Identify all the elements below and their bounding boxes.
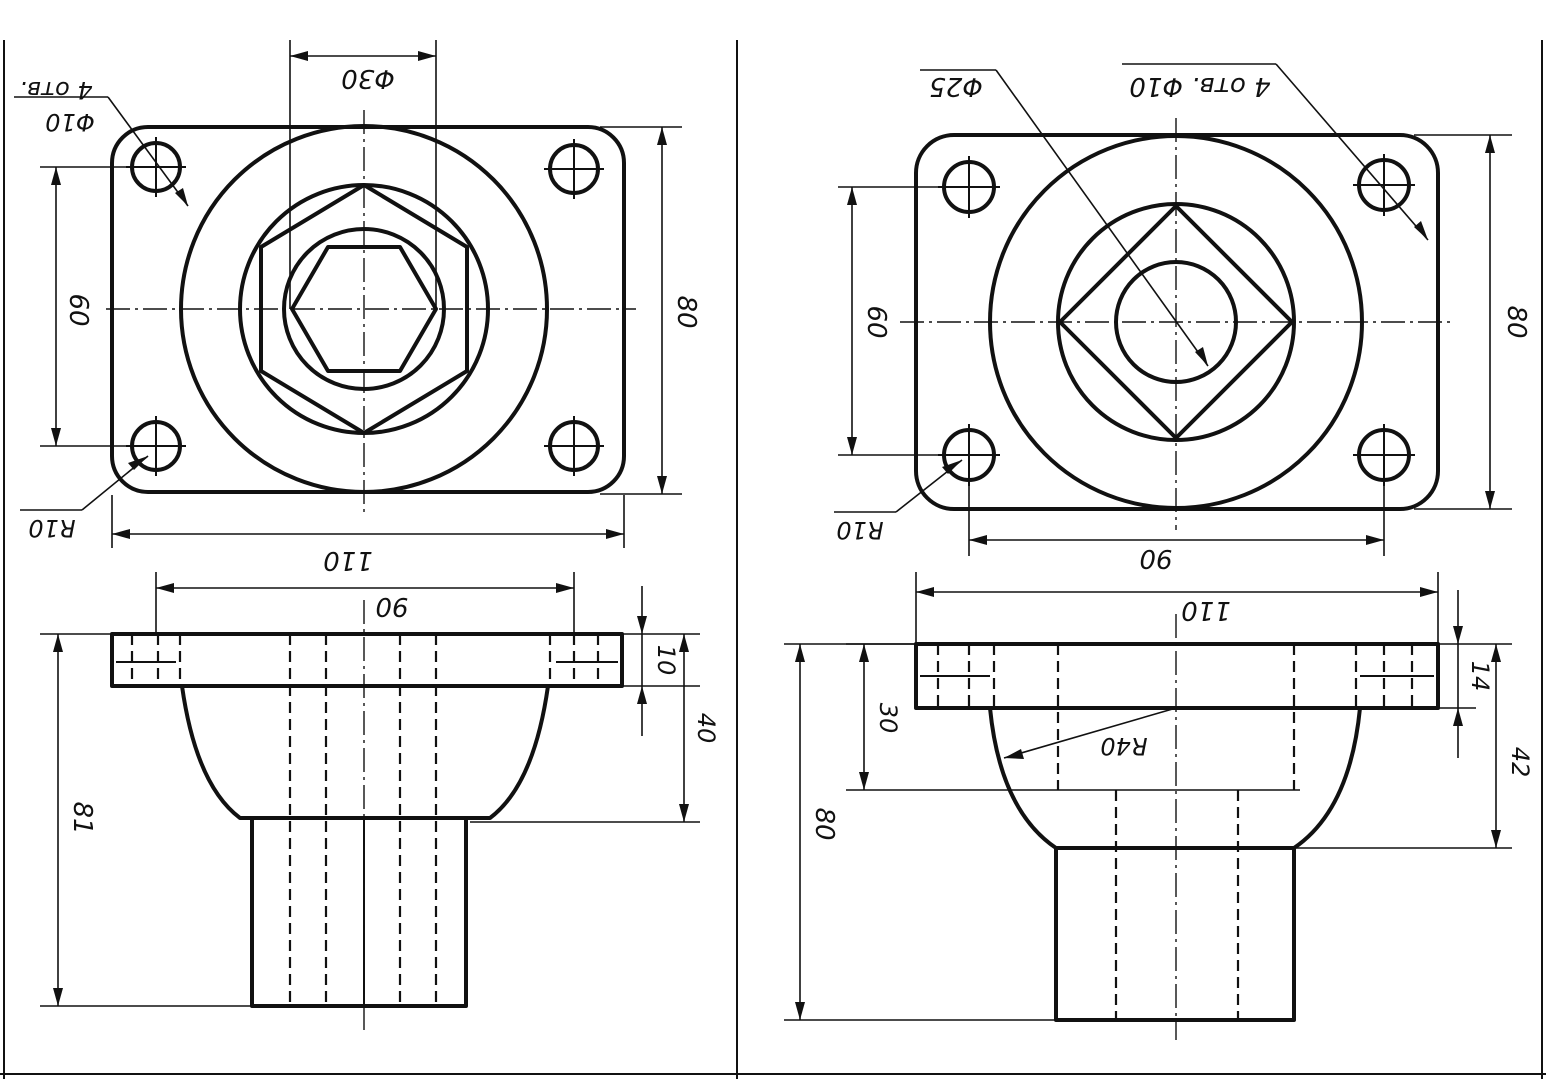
left-top-dim-holes-count: 4 отв. — [19, 76, 92, 104]
right-top-dim-holes-label: 4 отв. Φ10 — [1129, 71, 1270, 101]
left-top-dim-height: 80 — [671, 295, 701, 328]
right-top-dim-radius: R10 — [836, 516, 883, 544]
right-front-dim-sphere: R40 — [1100, 732, 1147, 760]
right-front-dim-width: 110 — [1181, 595, 1231, 625]
right-top-dim-spacing: 90 — [1139, 543, 1172, 573]
sheet-frame — [0, 40, 1546, 1079]
left-part-front-view: 90 10 40 81 — [40, 572, 720, 1030]
right-part-top-view: Φ25 4 отв. Φ10 80 60 R10 90 — [834, 63, 1531, 573]
left-top-dim-bore: Φ30 — [341, 63, 395, 93]
left-top-dim-radius: R10 — [28, 514, 75, 542]
right-front-dim-flange: 14 — [1466, 661, 1494, 692]
right-front-dim-total: 80 — [809, 807, 839, 840]
left-front-dim-spacing: 90 — [375, 591, 408, 621]
right-top-dim-holes: 60 — [861, 305, 891, 338]
left-top-dim-width: 110 — [323, 545, 373, 575]
left-part-top-view: 110 80 60 Φ30 Φ10 4 отв. R10 — [14, 40, 701, 575]
right-top-dim-bore: Φ25 — [929, 71, 983, 101]
right-front-dim-counterbore: 30 — [874, 703, 902, 734]
left-top-dim-holes: 60 — [63, 293, 93, 326]
left-top-dim-holes-dia: Φ10 — [45, 108, 94, 136]
left-front-dim-flange: 10 — [652, 645, 680, 676]
right-part-front-view: R40 110 14 42 30 80 — [784, 572, 1534, 1040]
right-front-dim-upper: 42 — [1506, 747, 1534, 778]
left-front-dim-total: 81 — [67, 801, 97, 834]
right-top-dim-height: 80 — [1501, 305, 1531, 338]
left-front-dim-upper: 40 — [692, 713, 720, 744]
